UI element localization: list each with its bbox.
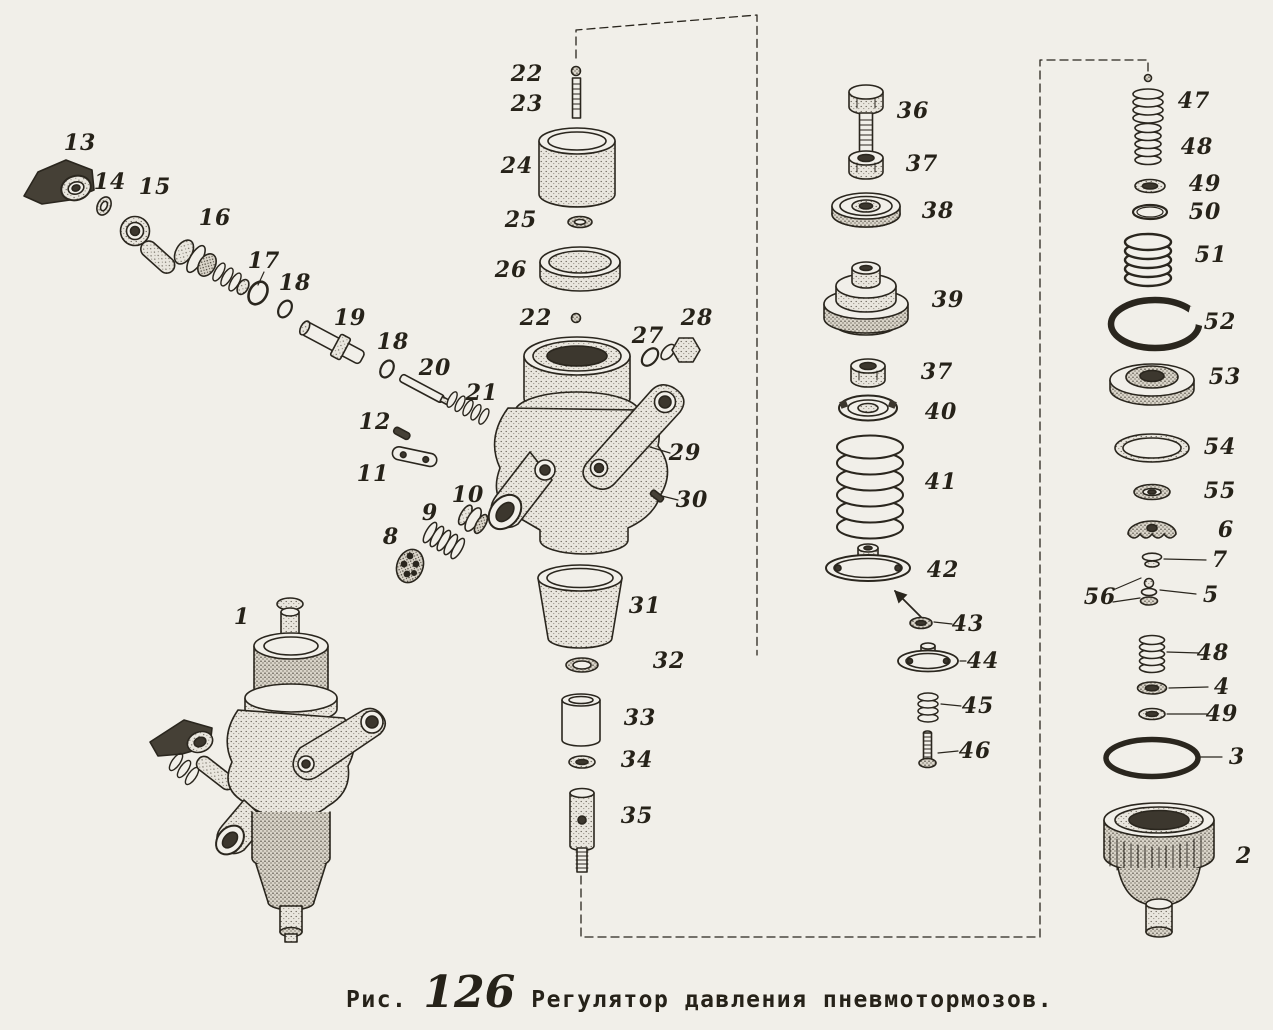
figure-title: Регулятор давления пневмотормозов. [531, 987, 1054, 1013]
part-11-plate [391, 445, 438, 468]
part-20-pin [399, 373, 451, 406]
part-44-valve-plate [897, 642, 959, 673]
part-35-valve-stem [569, 787, 595, 873]
part-2-bottom-cover [1103, 802, 1215, 938]
part-49-washer-lower [1138, 707, 1166, 721]
part-26-seal-collar [539, 246, 621, 292]
part-48-spring-upper [1134, 122, 1162, 166]
part-53-cup-washer [1109, 363, 1195, 406]
part-23-screw [571, 77, 582, 119]
part-49-washer-upper [1134, 178, 1166, 194]
part-48-spring-lower [1138, 634, 1166, 674]
part-12-pin [392, 426, 411, 441]
part-55-washer [1133, 483, 1171, 501]
part-13-handle [23, 159, 95, 205]
part-24-cap [538, 127, 616, 208]
part-31-cup [537, 564, 623, 649]
figure-caption: Рис. 126 Регулятор давления пневмотормоз… [346, 967, 1054, 1018]
part-38-grooved-disc [831, 192, 901, 228]
part-41-main-spring [836, 434, 904, 540]
part-27-ring [640, 347, 660, 367]
part-37-nut-lower [850, 358, 886, 388]
part-16-valve-core [173, 239, 250, 296]
part-54-ring [1114, 433, 1190, 463]
part-45-small-spring [917, 692, 939, 723]
part-21-spring [446, 391, 490, 425]
part-51-spring [1123, 232, 1173, 288]
part-5-small-stack [1139, 577, 1159, 606]
part-18-ring-b [379, 359, 395, 379]
callout-leader-lines [257, 271, 1223, 758]
part-33-piston [561, 693, 601, 747]
part-36-bolt [848, 84, 884, 161]
part-4-washer [1136, 681, 1168, 695]
part-14-ring [96, 196, 112, 216]
part-43-ring [909, 616, 933, 630]
part-52-snap-ring [1107, 296, 1214, 352]
part-10-washer-stack [457, 504, 489, 535]
part-22-ball-lower [570, 312, 582, 324]
part-8-perforated-disc [395, 548, 425, 584]
figure-number: 126 [423, 967, 516, 1018]
part-40-slotted-seat [838, 394, 898, 422]
part-32-ring [565, 657, 599, 673]
part-39-diaphragm-cap [823, 261, 909, 336]
part-18-ring-a [277, 299, 293, 319]
part-29-bracket [582, 384, 685, 490]
part-3-o-ring [1103, 736, 1201, 780]
figure-caption-label: Рис. [346, 987, 408, 1013]
part-47-spring [1132, 73, 1164, 124]
part-30-pin [649, 489, 665, 503]
part-25-ring [567, 215, 593, 229]
part-7-washers [1141, 552, 1163, 568]
part-46-screw [918, 730, 937, 769]
part-42-diaphragm-plate [825, 543, 922, 618]
part-9-spring [422, 521, 466, 560]
part-50-ring [1131, 203, 1169, 221]
part-37-nut-upper [848, 150, 884, 180]
part-22-ball-top [570, 65, 582, 77]
part-17-ring [247, 280, 269, 306]
part-1-assembled-regulator [149, 597, 387, 943]
part-main-body [487, 336, 669, 555]
part-19-rod [298, 320, 365, 365]
part-6-valve [1127, 520, 1177, 539]
part-34-ring [568, 755, 596, 769]
part-15-lever [119, 215, 176, 274]
assembly-dashed-lines [575, 14, 1149, 938]
part-28-plug [660, 337, 701, 363]
